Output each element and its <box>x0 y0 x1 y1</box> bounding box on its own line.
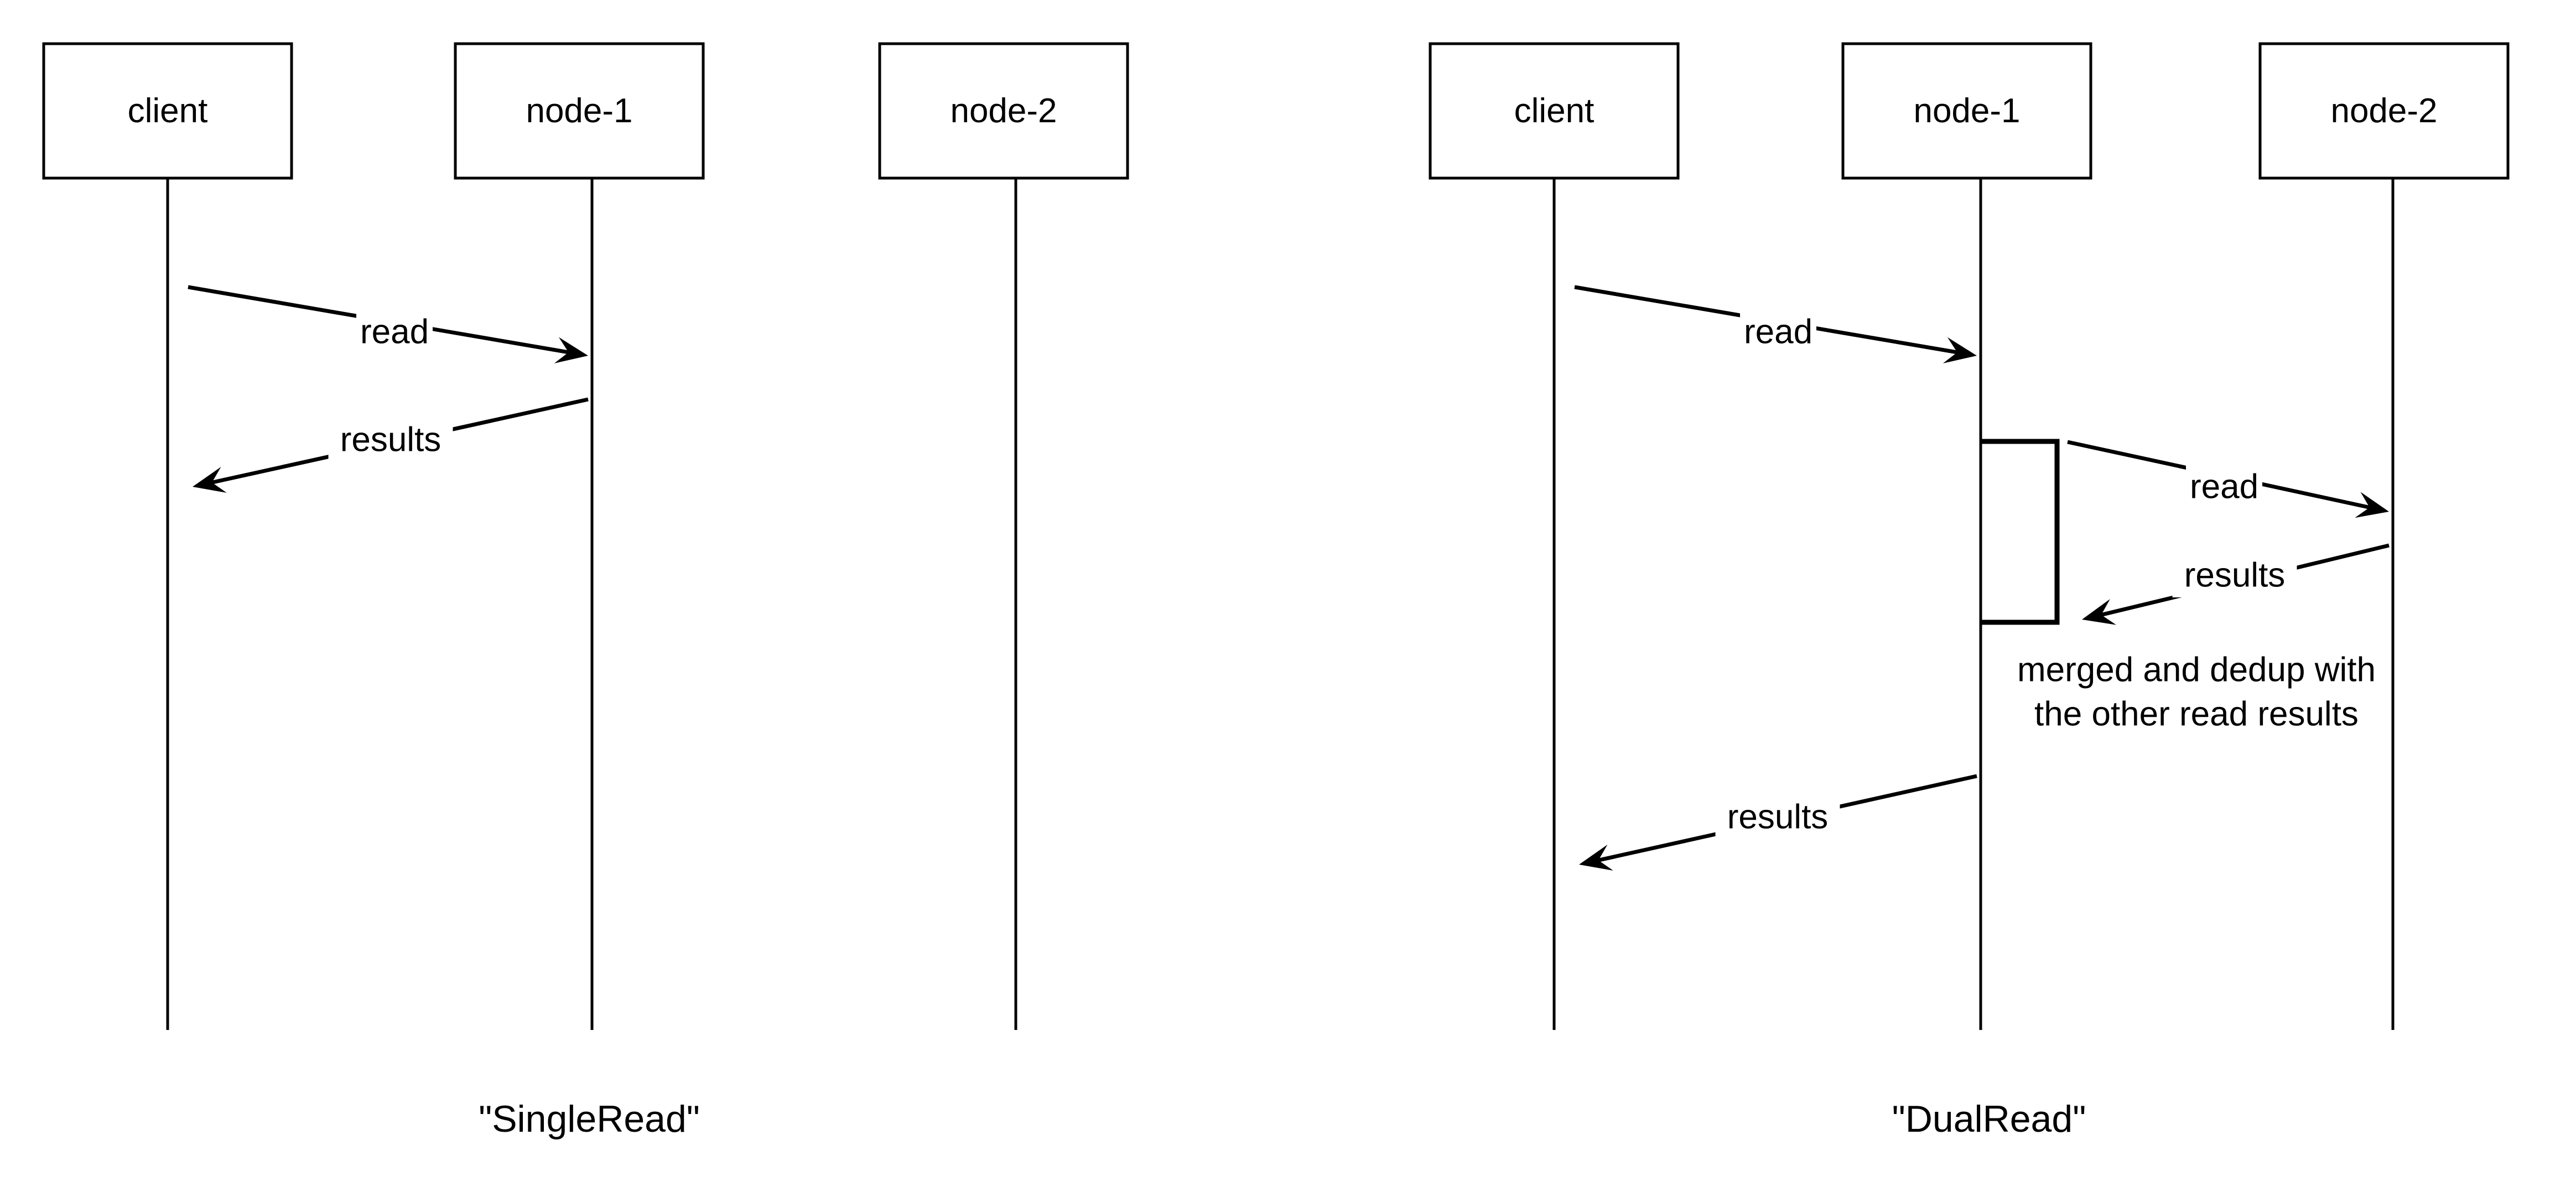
message-arrowhead-client-read-node1 <box>554 337 588 363</box>
note-line-merge-note-0: merged and dedup with <box>2017 650 2376 689</box>
message-label-backdrop-client-read-node1 <box>356 310 433 354</box>
message-label-client-read-node1: read <box>1744 313 1812 351</box>
message-label-node2-results-node1: results <box>2184 556 2286 594</box>
participant-label-client: client <box>128 92 208 130</box>
message-label-client-read-node1: read <box>360 313 429 351</box>
message-dual-read-node1-read-node2[interactable]: read <box>2067 440 2389 518</box>
message-dual-read-node1-results-client[interactable]: results <box>1579 774 1977 871</box>
message-arrowhead-node1-read-node2 <box>2355 492 2389 518</box>
participant-box-rect-node-2 <box>878 42 1129 180</box>
participant-box-single-read-node-1[interactable]: node-1 <box>454 42 705 180</box>
participant-label-client: client <box>1514 92 1595 130</box>
diagram-caption-single-read: "SingleRead" <box>479 1098 700 1140</box>
message-label-node1-results-client: results <box>1727 798 1829 836</box>
message-label-backdrop-client-read-node1 <box>1740 310 1816 354</box>
message-arrowhead-client-read-node1 <box>1943 337 1977 363</box>
activation-bracket-node1-activation <box>1981 439 2060 625</box>
diagram-single-read: client node-1 node-2 read results "SingleRead… <box>42 42 1129 1140</box>
message-arrowhead-node1-results-client <box>1579 844 1613 871</box>
participant-box-single-read-node-2[interactable]: node-2 <box>878 42 1129 180</box>
message-single-read-client-read-node1[interactable]: read <box>188 285 588 363</box>
message-dual-read-client-read-node1[interactable]: read <box>1574 285 1977 363</box>
message-label-backdrop-node1-results-client <box>328 418 453 462</box>
participant-label-node-1: node-1 <box>526 92 632 130</box>
diagram-dual-read: client node-1 node-2 read read results results… <box>1429 42 2510 1140</box>
message-arrowhead-node2-results-node1 <box>2082 599 2117 625</box>
diagram-caption-dual-read: "DualRead" <box>1892 1098 2086 1140</box>
participant-box-dual-read-node-1[interactable]: node-1 <box>1841 42 2092 180</box>
message-label-node1-read-node2: read <box>2190 467 2258 506</box>
message-label-backdrop-node1-read-node2 <box>2186 465 2262 509</box>
participant-box-rect-node-1 <box>1841 42 2092 180</box>
participant-label-node-2: node-2 <box>2330 92 2437 130</box>
participant-box-dual-read-client[interactable]: client <box>1429 42 1680 180</box>
participant-label-node-1: node-1 <box>1913 92 2020 130</box>
message-label-backdrop-node2-results-node1 <box>2172 553 2297 597</box>
participant-box-dual-read-node-2[interactable]: node-2 <box>2258 42 2510 180</box>
participant-box-rect-node-1 <box>454 42 705 180</box>
participant-box-single-read-client[interactable]: client <box>42 42 293 180</box>
message-label-node1-results-client: results <box>340 420 442 459</box>
participant-box-rect-client <box>1429 42 1680 180</box>
message-single-read-node1-results-client[interactable]: results <box>193 397 589 493</box>
participant-box-rect-node-2 <box>2258 42 2510 180</box>
participant-box-rect-client <box>42 42 293 180</box>
note-line-merge-note-1: the other read results <box>2034 695 2359 733</box>
message-arrowhead-node1-results-client <box>193 467 227 493</box>
message-label-backdrop-node1-results-client <box>1715 795 1840 839</box>
message-dual-read-node2-results-node1[interactable]: results <box>2082 543 2390 625</box>
note-dual-read-merge-note: merged and dedup with the other read resu… <box>2017 650 2376 733</box>
participant-label-node-2: node-2 <box>950 92 1057 130</box>
